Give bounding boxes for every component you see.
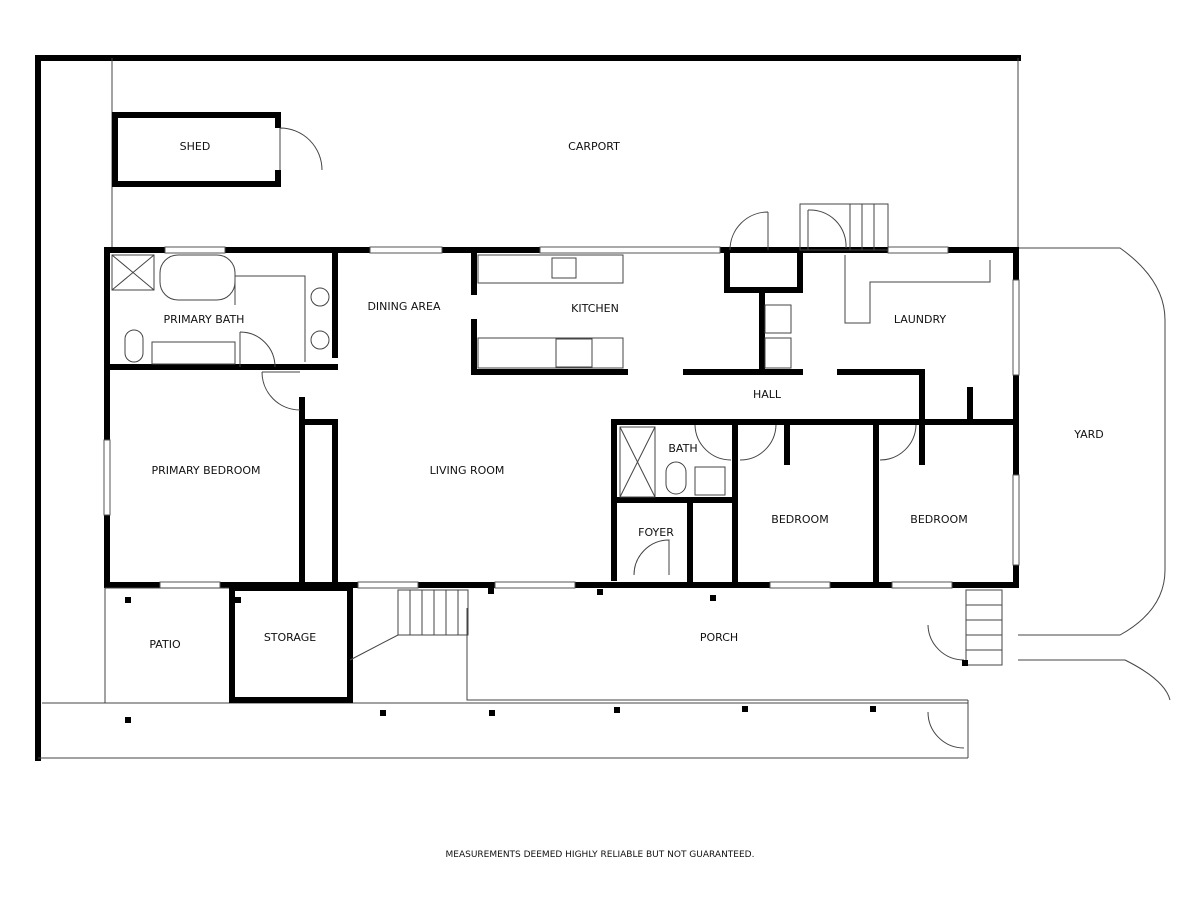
disclaimer-footer: MEASUREMENTS DEEMED HIGHLY RELIABLE BUT … — [445, 850, 755, 860]
yard-outline — [1018, 247, 1171, 701]
room-label-porch: PORCH — [700, 631, 738, 644]
room-label-bedroom: BEDROOM — [910, 513, 967, 526]
room-label-storage: STORAGE — [264, 631, 316, 644]
room-label-shed: SHED — [180, 140, 211, 153]
room-label-patio: PATIO — [149, 638, 181, 651]
washer — [764, 304, 792, 334]
room-label-bedroom: BEDROOM — [771, 513, 828, 526]
toilet — [124, 329, 144, 363]
shed-door[interactable] — [279, 127, 323, 171]
kitchen-counter — [477, 337, 624, 369]
bath-toilet — [665, 461, 687, 495]
room-label-living-room: LIVING ROOM — [430, 464, 505, 477]
posts — [125, 588, 968, 723]
stairs — [397, 203, 1003, 666]
sink — [310, 330, 330, 350]
room-label-primary-bedroom: PRIMARY BEDROOM — [151, 464, 260, 477]
sink — [310, 287, 330, 307]
room-label-carport: CARPORT — [568, 140, 620, 153]
windows — [103, 246, 1020, 589]
site-boundary — [35, 55, 1021, 761]
kitchen-sink — [551, 257, 577, 279]
bath-sink — [694, 466, 726, 496]
room-label-primary-bath: PRIMARY BATH — [164, 313, 245, 326]
room-label-yard: YARD — [1073, 428, 1104, 441]
doors — [239, 209, 965, 749]
room-label-foyer: FOYER — [638, 526, 674, 539]
room-label-laundry: LAUNDRY — [894, 313, 947, 326]
room-label-kitchen: KITCHEN — [571, 302, 619, 315]
room-label-dining-area: DINING AREA — [367, 300, 441, 313]
kitchen-counter — [477, 254, 624, 284]
bath-shower — [619, 426, 656, 498]
shower — [111, 254, 155, 291]
bathtub — [159, 254, 236, 301]
room-label-bath: BATH — [668, 442, 697, 455]
shed — [112, 112, 323, 187]
room-label-hall: HALL — [753, 388, 782, 401]
vanity — [151, 341, 236, 365]
dryer — [764, 337, 792, 369]
house-walls — [104, 247, 1019, 588]
exterior-areas — [104, 585, 968, 704]
fixtures — [111, 254, 991, 498]
stove — [555, 338, 593, 368]
